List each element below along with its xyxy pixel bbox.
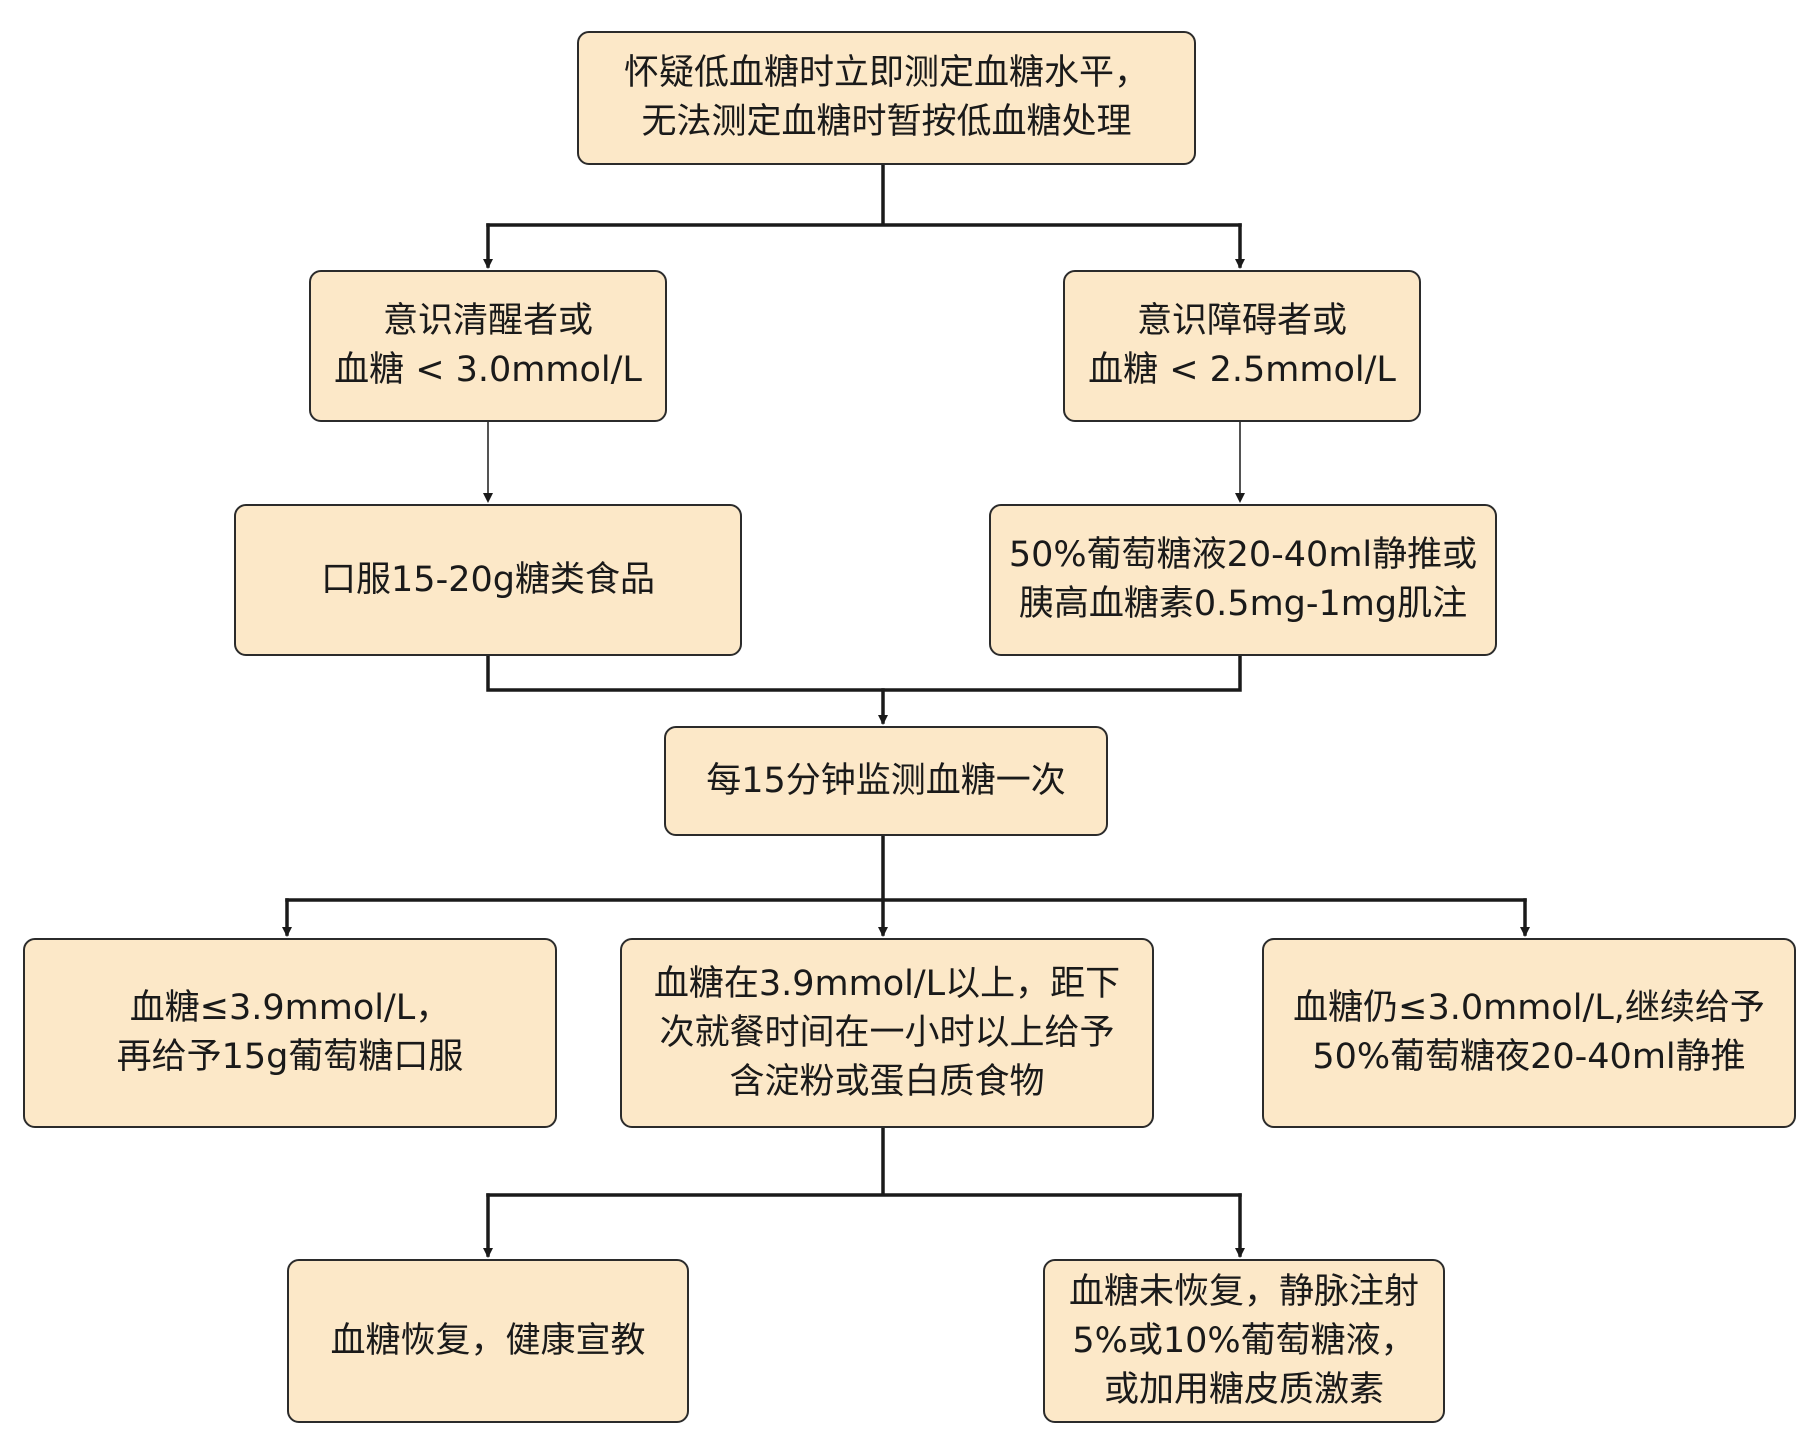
node-text-line: 血糖恢复，健康宣教 — [330, 1320, 646, 1361]
node-text-line: 50%葡萄糖夜20-40ml静推 — [1312, 1037, 1746, 1077]
node-suspect-hypoglycemia: 怀疑低血糖时立即测定血糖水平， 无法测定血糖时暂按低血糖处理 — [577, 31, 1196, 165]
node-glucose-above: 血糖在3.9mmol/L以上，距下 次就餐时间在一小时以上给予 含淀粉或蛋白质食… — [620, 938, 1154, 1128]
connector-above-split — [486, 1126, 1242, 1197]
node-text-line: 血糖在3.9mmol/L以上，距下 — [653, 963, 1121, 1004]
node-text-line: 再给予15g葡萄糖口服 — [116, 1037, 464, 1077]
node-not-recovered: 血糖未恢复，静脉注射 5%或10%葡萄糖液， 或加用糖皮质激素 — [1043, 1259, 1445, 1423]
node-text-line: 血糖 < 2.5mmol/L — [1088, 350, 1396, 390]
node-glucose-low: 血糖≤3.9mmol/L， 再给予15g葡萄糖口服 — [23, 938, 557, 1128]
connector-merge — [486, 654, 1242, 692]
node-text-line: 或加用糖皮质激素 — [1103, 1369, 1384, 1410]
node-text-line: 意识清醒者或 — [382, 301, 593, 341]
node-text-line: 胰高血糖素0.5mg-1mg肌注 — [1018, 584, 1468, 624]
node-recovered: 血糖恢复，健康宣教 — [287, 1259, 689, 1423]
node-text-line: 血糖仍≤3.0mmol/L,继续给予 — [1293, 988, 1765, 1028]
node-text-line: 无法测定血糖时暂按低血糖处理 — [641, 102, 1132, 142]
node-monitor-every-15min: 每15分钟监测血糖一次 — [664, 726, 1108, 836]
node-text-line: 血糖≤3.9mmol/L， — [129, 988, 451, 1028]
node-oral-sugar: 口服15-20g糖类食品 — [234, 504, 742, 656]
connector-suspect-split — [486, 163, 1242, 227]
node-text-line: 意识障碍者或 — [1136, 301, 1347, 341]
node-iv-glucose: 50%葡萄糖液20-40ml静推或 胰高血糖素0.5mg-1mg肌注 — [989, 504, 1497, 656]
node-text-line: 每15分钟监测血糖一次 — [706, 760, 1066, 801]
node-text-line: 含淀粉或蛋白质食物 — [729, 1061, 1045, 1102]
node-text-line: 怀疑低血糖时立即测定血糖水平， — [623, 53, 1149, 93]
node-text-line: 血糖未恢复，静脉注射 — [1068, 1271, 1419, 1312]
node-conscious: 意识清醒者或 血糖 < 3.0mmol/L — [309, 270, 667, 422]
node-text-line: 血糖 < 3.0mmol/L — [334, 350, 642, 390]
node-text-line: 5%或10%葡萄糖液， — [1072, 1320, 1416, 1361]
node-text-line: 口服15-20g糖类食品 — [321, 559, 655, 600]
node-text-line: 50%葡萄糖液20-40ml静推或 — [1008, 535, 1478, 575]
node-impaired-consciousness: 意识障碍者或 血糖 < 2.5mmol/L — [1063, 270, 1421, 422]
node-text-line: 次就餐时间在一小时以上给予 — [659, 1012, 1115, 1053]
connector-monitor-split — [285, 834, 1527, 902]
node-glucose-still-low: 血糖仍≤3.0mmol/L,继续给予 50%葡萄糖夜20-40ml静推 — [1262, 938, 1796, 1128]
